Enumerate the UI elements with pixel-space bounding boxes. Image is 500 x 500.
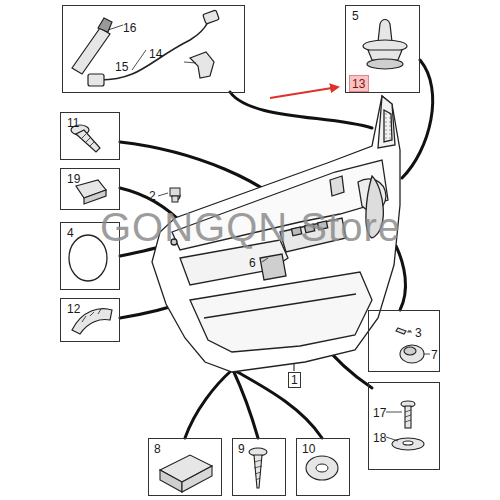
part-callout-box: 9: [232, 438, 286, 496]
callout-number: 15: [115, 61, 128, 74]
highlight-callout-box: 13: [349, 75, 369, 92]
callout-number: 3: [415, 327, 422, 340]
callout-number: 16: [123, 22, 136, 35]
callout-number: 7: [431, 349, 438, 362]
callout-number: 1: [291, 374, 298, 387]
callout-number: 11: [67, 117, 79, 130]
part-callout-box: 1: [288, 372, 301, 388]
part-callout-box: 10: [296, 438, 350, 496]
callout-number: 19: [67, 173, 80, 186]
callout-number: 2: [149, 189, 156, 203]
part-callout-box: 16 14 15: [62, 5, 245, 93]
callout-number: 18: [373, 432, 386, 445]
part-callout-box: 19: [60, 168, 120, 210]
part-callout-box: 37: [368, 310, 440, 372]
callout-number: 9: [238, 443, 245, 456]
callout-number: 13: [352, 78, 365, 91]
callout-number: 6: [249, 256, 256, 270]
callout-number: 10: [302, 443, 315, 456]
callout-number: 4: [67, 227, 74, 240]
part-callout-box: 11: [60, 112, 120, 160]
part-callout-box: 8: [148, 438, 222, 496]
callout-number: 5: [352, 10, 359, 23]
callout-number: 12: [67, 303, 80, 316]
callout-number: 14: [149, 48, 162, 61]
callout-number: 8: [154, 443, 161, 456]
callout-number: 17: [373, 407, 386, 420]
part-callout-box: 1718: [368, 382, 440, 470]
part-callout-box: 12: [60, 298, 120, 342]
watermark: GONGQN Store: [100, 205, 401, 250]
